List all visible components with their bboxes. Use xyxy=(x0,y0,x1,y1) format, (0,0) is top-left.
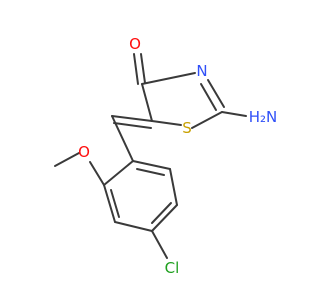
bond-ring-c1-c6 xyxy=(103,160,134,186)
bond-c2-s1 xyxy=(191,111,223,129)
bond-ring-c4-c3 xyxy=(151,204,178,232)
bond-o-methyl xyxy=(54,152,80,167)
atom-labels: O N H₂N S O Cl xyxy=(78,35,277,277)
bond-c2-nh2 xyxy=(221,111,247,117)
bond-ch-ring xyxy=(111,115,134,162)
bond-ring-c6-c5 xyxy=(103,184,116,223)
bond-c5-ch-b xyxy=(113,122,152,129)
bond-ring-cl xyxy=(151,230,168,259)
atom-amino-group: H₂N xyxy=(249,108,278,126)
atom-ring-nitrogen: N xyxy=(196,62,207,80)
bond-c4-n3 xyxy=(141,72,196,85)
bonds xyxy=(54,53,247,259)
bond-s1-c5 xyxy=(151,120,182,126)
atom-carbonyl-oxygen: O xyxy=(129,35,141,53)
bond-n3-c2-b xyxy=(200,83,217,111)
bond-ring-c6-c5-inner xyxy=(110,189,120,218)
atom-sulfur: S xyxy=(182,119,192,137)
bond-c5-ch-a xyxy=(111,115,153,122)
bond-ring-c2-c1 xyxy=(132,160,171,170)
molecule-structure: O N H₂N S O Cl xyxy=(54,35,277,277)
atom-chlorine: Cl xyxy=(165,259,180,277)
bond-ring-c4-c3-inner xyxy=(151,202,172,224)
bond-c4-o-double-a xyxy=(133,53,139,85)
bond-c5-c4 xyxy=(141,83,153,122)
atom-methoxy-oxygen: O xyxy=(78,143,90,161)
bond-ring-o-methoxy xyxy=(89,161,105,186)
bond-ring-c2-c1-inner xyxy=(136,168,165,176)
bond-ring-c5-c4 xyxy=(114,221,153,232)
bond-n3-c2-a xyxy=(207,79,225,108)
bond-ring-c3-c2 xyxy=(169,168,178,206)
bond-c4-o-double-b xyxy=(140,53,146,84)
